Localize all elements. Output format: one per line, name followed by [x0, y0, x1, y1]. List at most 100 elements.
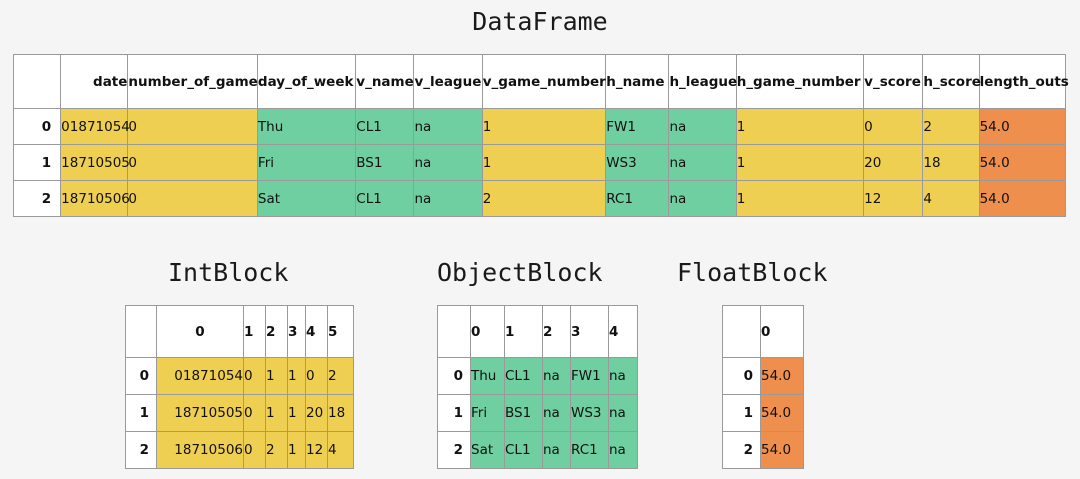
object-block-column-header-4[interactable]: 4: [608, 305, 638, 358]
column-header-h-league[interactable]: h_league: [668, 54, 737, 109]
column-header-h-name[interactable]: h_name: [605, 54, 670, 109]
object-block-column-header-3[interactable]: 3: [570, 305, 609, 358]
int-block-cell-2: 2: [265, 431, 288, 469]
cell-date: 18710506: [60, 180, 130, 217]
object-block-index-header: [437, 305, 471, 358]
table-row: 2 54.0: [722, 431, 804, 469]
int-block-column-header-3[interactable]: 3: [287, 305, 306, 358]
object-block-cell-2: na: [542, 357, 571, 395]
cell-v-name: CL1: [355, 108, 415, 145]
cell-v-game-number: 2: [481, 180, 607, 217]
cell-h-league: na: [668, 144, 737, 181]
column-header-v-score[interactable]: v_score: [863, 54, 924, 109]
cell-length-outs: 54.0: [978, 144, 1067, 181]
object-block-column-header-0[interactable]: 0: [470, 305, 505, 358]
cell-v-name: BS1: [355, 144, 415, 181]
dataframe-title: DataFrame: [472, 7, 608, 36]
cell-h-game-number: 1: [735, 108, 865, 145]
int-block-cell-3: 1: [287, 431, 306, 469]
int-block-column-header-2[interactable]: 2: [265, 305, 288, 358]
cell-day-of-week: Sat: [256, 180, 357, 217]
table-header-row: 0 1 2 3 4 5: [125, 305, 354, 358]
table-row: 1 18710505 0 Fri BS1 na 1 WS3 na 1 20 18…: [12, 144, 1067, 181]
object-block-column-header-1[interactable]: 1: [504, 305, 543, 358]
object-block-cell-2: na: [542, 431, 571, 469]
object-block-cell-0: Fri: [470, 394, 505, 432]
column-header-day-of-week[interactable]: day_of_week: [256, 54, 357, 109]
object-block-cell-4: na: [608, 394, 638, 432]
cell-length-outs: 54.0: [978, 180, 1067, 217]
object-block-cell-3: RC1: [570, 431, 609, 469]
float-block-column-header-0[interactable]: 0: [760, 305, 804, 358]
cell-h-game-number: 1: [735, 144, 865, 181]
table-row: 0 54.0: [722, 357, 804, 395]
table-row: 0 Thu CL1 na FW1 na: [437, 357, 638, 395]
cell-h-name: RC1: [605, 180, 670, 217]
row-index: 2: [437, 431, 471, 469]
int-block-cell-4: 0: [305, 357, 328, 395]
column-header-date[interactable]: date: [60, 54, 129, 109]
int-block-cell-1: 0: [243, 431, 266, 469]
row-index: 0: [125, 357, 157, 395]
cell-v-league: na: [413, 144, 483, 181]
object-block-cell-1: CL1: [504, 357, 543, 395]
row-index: 1: [12, 144, 62, 181]
object-block-cell-2: na: [542, 394, 571, 432]
int-block-cell-5: 4: [327, 431, 354, 469]
row-index: 2: [125, 431, 157, 469]
table-header-row: 0: [722, 305, 804, 358]
cell-h-game-number: 1: [735, 180, 865, 217]
row-index: 2: [722, 431, 761, 469]
cell-h-score: 2: [922, 108, 980, 145]
object-block-table: 0 1 2 3 4 0 Thu CL1 na FW1 na 1 Fri BS1 …: [437, 305, 638, 469]
float-block-cell-0: 54.0: [760, 357, 804, 395]
cell-number-of-game: 0: [127, 144, 258, 181]
int-block-cell-0: 18710506: [156, 431, 244, 469]
int-block-column-header-5[interactable]: 5: [327, 305, 354, 358]
column-header-length-outs[interactable]: length_outs: [978, 54, 1069, 109]
table-row: 2 18710506 0 2 1 12 4: [125, 431, 354, 469]
int-block-column-header-1[interactable]: 1: [243, 305, 266, 358]
row-index: 2: [12, 180, 62, 217]
column-header-v-game-number[interactable]: v_game_number: [481, 54, 607, 109]
row-index: 1: [125, 394, 157, 432]
dataframe-index-header: [12, 54, 62, 109]
column-header-number-of-game[interactable]: number_of_game: [127, 54, 258, 109]
float-block-table: 0 0 54.0 1 54.0 2 54.0: [722, 305, 804, 469]
column-header-v-name[interactable]: v_name: [355, 54, 415, 109]
int-block-cell-5: 18: [327, 394, 354, 432]
object-block-cell-0: Sat: [470, 431, 505, 469]
cell-h-league: na: [668, 108, 737, 145]
row-index: 0: [437, 357, 471, 395]
cell-number-of-game: 0: [127, 180, 258, 217]
cell-v-game-number: 1: [481, 108, 607, 145]
object-block-cell-1: CL1: [504, 431, 543, 469]
column-header-h-game-number[interactable]: h_game_number: [735, 54, 865, 109]
column-header-h-score[interactable]: h_score: [922, 54, 981, 109]
cell-length-outs: 54.0: [978, 108, 1067, 145]
cell-day-of-week: Thu: [256, 108, 357, 145]
cell-v-score: 0: [863, 108, 924, 145]
int-block-column-header-0[interactable]: 0: [156, 305, 244, 358]
object-block-cell-4: na: [608, 357, 638, 395]
cell-h-score: 4: [922, 180, 980, 217]
row-index: 1: [722, 394, 761, 432]
int-block-table: 0 1 2 3 4 5 0 01871054 0 1 1 0 2 1 18710…: [125, 305, 354, 469]
cell-h-score: 18: [922, 144, 980, 181]
row-index: 1: [437, 394, 471, 432]
int-block-cell-2: 1: [265, 357, 288, 395]
column-header-v-league[interactable]: v_league: [413, 54, 483, 109]
object-block-column-header-2[interactable]: 2: [542, 305, 571, 358]
int-block-cell-0: 18710505: [156, 394, 244, 432]
int-block-column-header-4[interactable]: 4: [305, 305, 328, 358]
int-block-cell-4: 12: [305, 431, 328, 469]
cell-v-score: 20: [863, 144, 924, 181]
dataframe-table: date number_of_game day_of_week v_name v…: [12, 54, 1069, 217]
table-row: 0 01871054 0 Thu CL1 na 1 FW1 na 1 0 2 5…: [12, 108, 1067, 145]
float-block-cell-0: 54.0: [760, 394, 804, 432]
table-row: 1 54.0: [722, 394, 804, 432]
cell-h-name: WS3: [605, 144, 670, 181]
int-block-cell-3: 1: [287, 357, 306, 395]
object-block-cell-1: BS1: [504, 394, 543, 432]
float-block-index-header: [722, 305, 761, 358]
